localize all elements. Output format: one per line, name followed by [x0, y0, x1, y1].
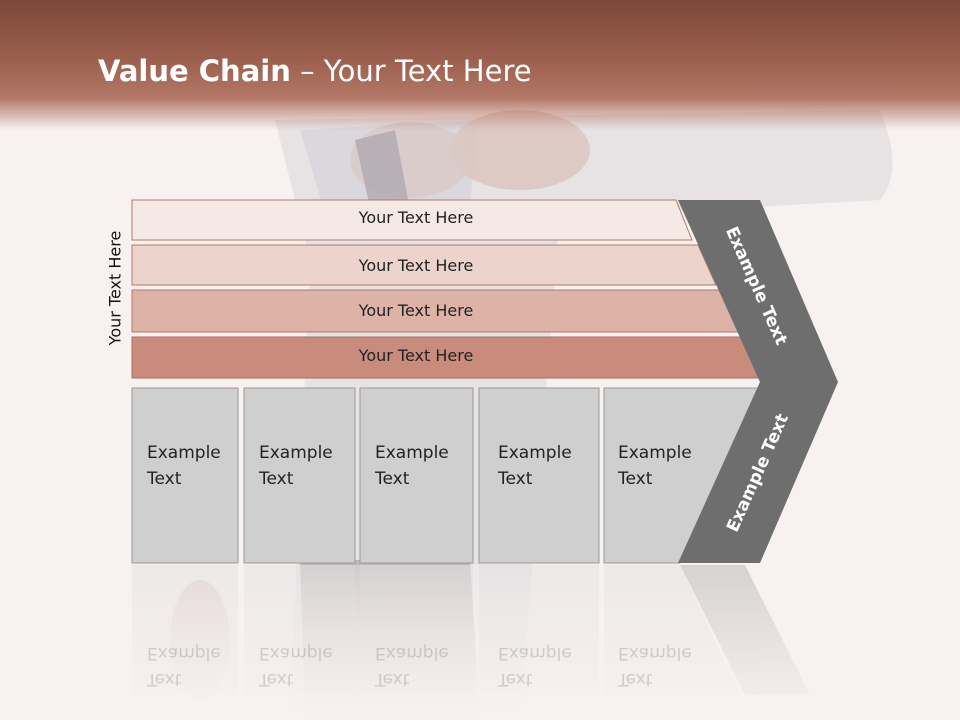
activity-box-4 — [478, 387, 600, 564]
chevron-arrow — [678, 200, 838, 563]
bar-1 — [131, 199, 693, 241]
bar-2-label: Your Text Here — [358, 256, 474, 275]
activity-box-2 — [243, 387, 356, 564]
header-band — [0, 0, 960, 130]
activity-box-3 — [359, 387, 474, 564]
bar-2 — [131, 244, 717, 286]
bar-1-label: Your Text Here — [358, 208, 474, 227]
activity-box-1 — [131, 387, 239, 564]
bar-4-label: Your Text Here — [358, 346, 474, 365]
bar-3-label: Your Text Here — [358, 301, 474, 320]
page-title: Value Chain – Your Text Here — [98, 54, 532, 88]
